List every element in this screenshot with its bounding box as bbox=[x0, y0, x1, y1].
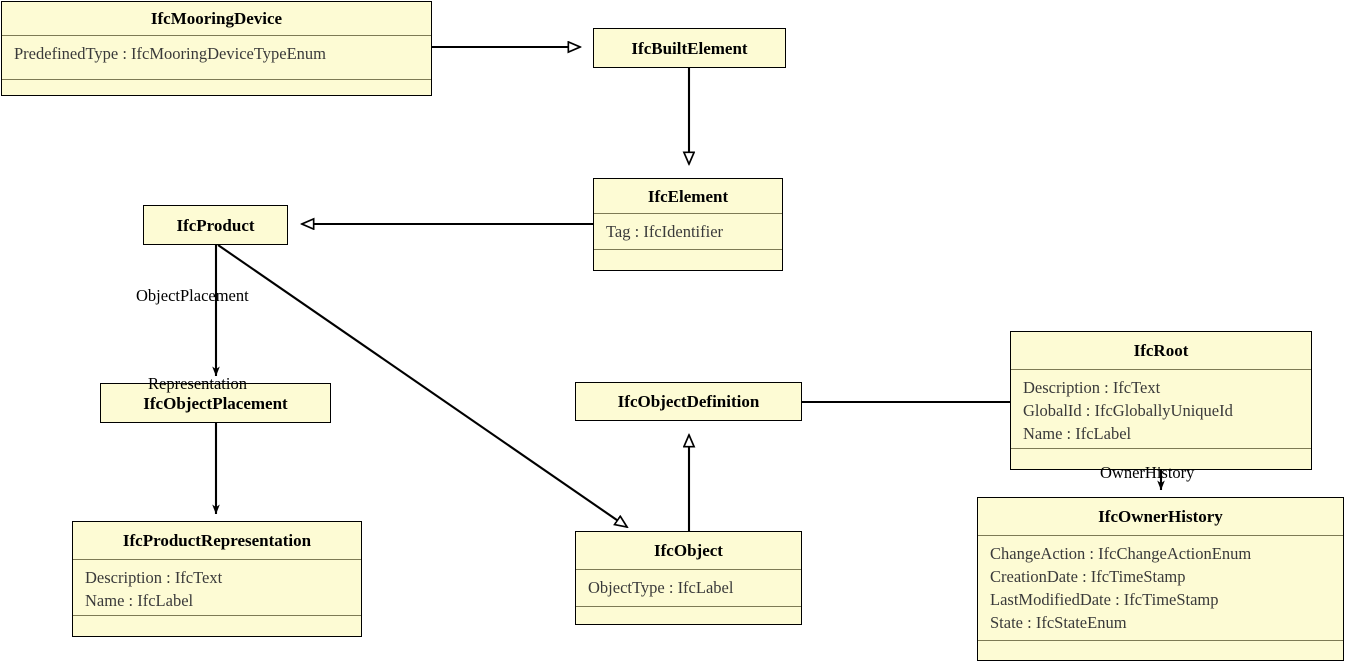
class-operations-compartment bbox=[2, 79, 431, 95]
class-operations-compartment bbox=[73, 615, 361, 636]
class-title: IfcObjectDefinition bbox=[617, 392, 760, 411]
class-operations-compartment bbox=[576, 606, 801, 624]
class-attribute: Description : IfcText bbox=[1023, 378, 1161, 397]
uml-class-ifcproduct[interactable]: IfcProduct bbox=[143, 205, 288, 245]
class-attribute: Name : IfcLabel bbox=[85, 591, 194, 610]
uml-class-ifcobjectplacement[interactable]: IfcObjectPlacement bbox=[100, 383, 331, 423]
class-title: IfcElement bbox=[647, 186, 729, 206]
class-title: IfcBuiltElement bbox=[631, 38, 748, 58]
edge-label-object-placement: ObjectPlacement bbox=[136, 286, 249, 305]
class-attributes: PredefinedType : IfcMooringDeviceTypeEnu… bbox=[2, 34, 431, 80]
class-title: IfcRoot bbox=[1133, 341, 1189, 360]
class-attributes: ObjectType : IfcLabel bbox=[576, 569, 801, 606]
class-title: IfcMooringDevice bbox=[150, 8, 283, 28]
class-operations-compartment bbox=[1011, 448, 1311, 469]
class-title: IfcProductRepresentation bbox=[122, 531, 312, 550]
class-operations-compartment bbox=[594, 249, 782, 270]
edge-label-representation: Representation bbox=[148, 374, 247, 393]
class-title: IfcOwnerHistory bbox=[1098, 507, 1223, 526]
class-attribute: Tag : IfcIdentifier bbox=[606, 222, 724, 241]
class-attribute: Name : IfcLabel bbox=[1023, 424, 1132, 443]
class-attributes: Tag : IfcIdentifier bbox=[594, 213, 782, 249]
class-attribute: CreationDate : IfcTimeStamp bbox=[990, 567, 1186, 586]
uml-class-ifcobjectdefinition[interactable]: IfcObjectDefinition bbox=[575, 382, 802, 421]
class-attribute: Description : IfcText bbox=[85, 568, 223, 587]
class-title: IfcObject bbox=[654, 541, 723, 560]
class-attribute: GlobalId : IfcGloballyUniqueId bbox=[1023, 401, 1233, 420]
class-attribute: State : IfcStateEnum bbox=[990, 613, 1127, 632]
class-attribute: PredefinedType : IfcMooringDeviceTypeEnu… bbox=[14, 43, 327, 63]
class-attribute: ObjectType : IfcLabel bbox=[588, 578, 734, 597]
edge-label-owner-history: OwnerHistory bbox=[1100, 463, 1195, 482]
uml-class-ifcbuiltelement[interactable]: IfcBuiltElement bbox=[593, 28, 786, 68]
class-attribute: LastModifiedDate : IfcTimeStamp bbox=[990, 590, 1219, 609]
class-attribute: ChangeAction : IfcChangeActionEnum bbox=[990, 544, 1252, 563]
class-title: IfcObjectPlacement bbox=[143, 393, 288, 413]
class-operations-compartment bbox=[978, 640, 1343, 660]
class-title: IfcProduct bbox=[176, 215, 255, 235]
